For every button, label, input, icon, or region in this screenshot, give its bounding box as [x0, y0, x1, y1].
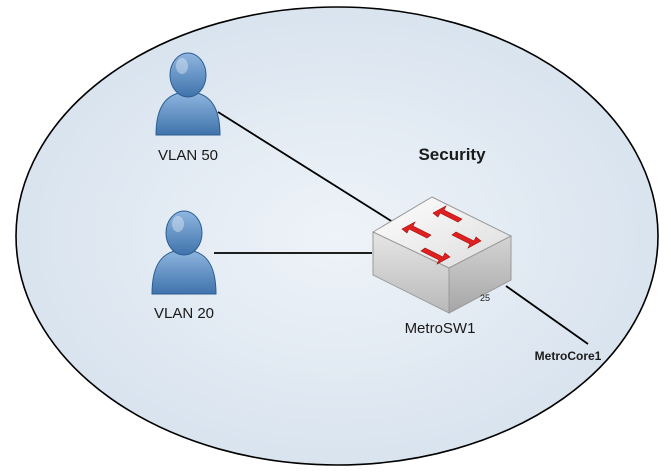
security-zone — [15, 6, 659, 466]
link-vlan50-switch — [217, 111, 397, 225]
user-icon — [155, 52, 221, 136]
switch-label: MetroSW1 — [405, 320, 476, 337]
zone-label: Security — [418, 145, 486, 164]
port-label: 25 — [480, 293, 490, 303]
link-switch-metrocore1 — [505, 285, 589, 345]
user-icon — [151, 210, 217, 295]
uplink-label: MetroCore1 — [535, 349, 602, 363]
host-label-vlan20: VLAN 20 — [154, 305, 214, 322]
network-switch-icon — [371, 196, 513, 314]
host-label-vlan50: VLAN 50 — [158, 147, 218, 164]
